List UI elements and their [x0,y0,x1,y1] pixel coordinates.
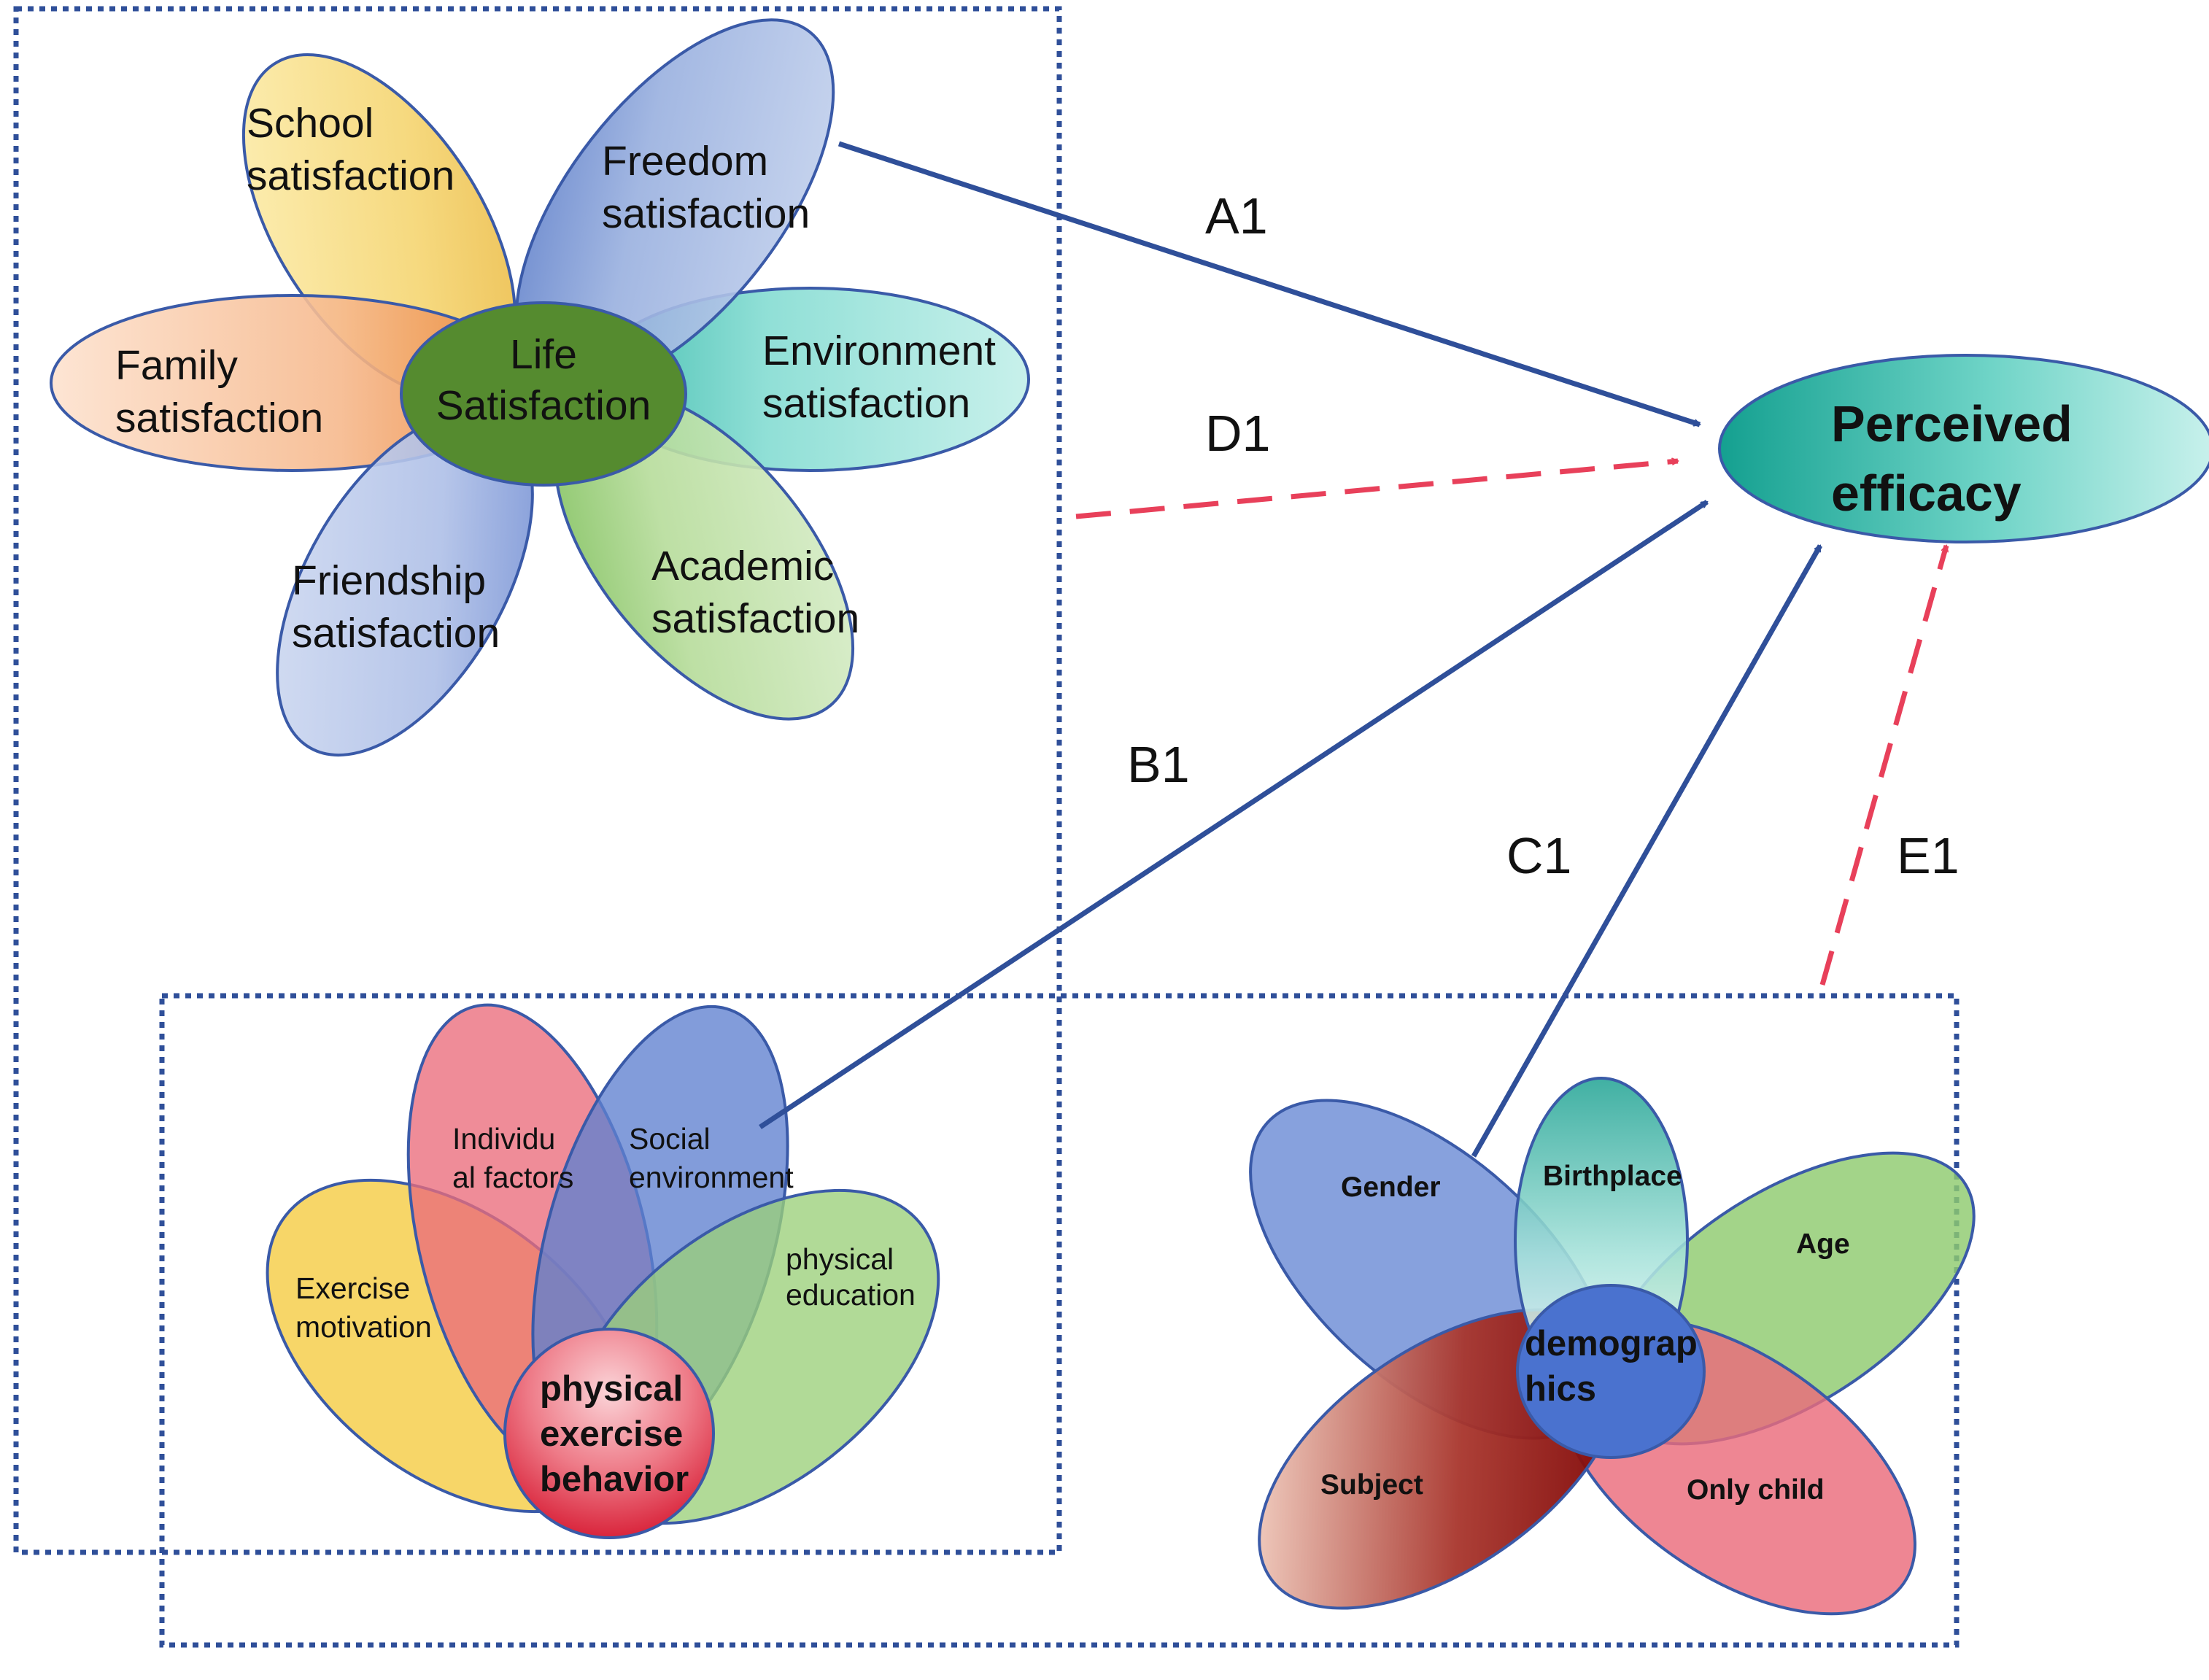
arrow-c1 [1471,546,1823,1158]
arrow-e1 [1819,546,1949,986]
path-label-e1: E1 [1897,827,1960,884]
arrow-d1 [1075,461,1678,519]
path-label-c1: C1 [1506,827,1571,884]
subject-label: Subject [1320,1469,1423,1501]
only-child-label: Only child [1687,1474,1825,1506]
demographics-center [1516,1284,1706,1459]
age-label: Age [1796,1228,1850,1260]
life-satisfaction-box [13,6,1062,1555]
perceived-efficacy-ellipse [1718,354,2209,543]
birthplace-label: Birthplace [1543,1161,1682,1192]
arrow-a1 [837,141,1700,427]
physical-exercise-center [503,1328,715,1539]
path-label-d1: D1 [1205,405,1270,462]
arrow-b1 [759,500,1709,1129]
exercise-demographics-box [159,993,1960,1648]
gender-label: Gender [1341,1172,1441,1203]
path-label-a1: A1 [1205,187,1268,244]
path-label-b1: B1 [1127,736,1190,793]
life-satisfaction-center [400,301,687,487]
